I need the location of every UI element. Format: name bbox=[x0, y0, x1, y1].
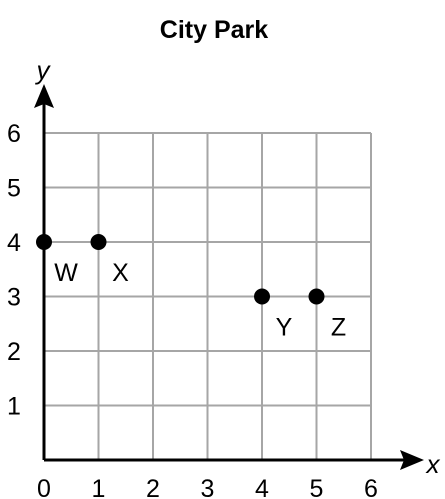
x-axis-label: x bbox=[425, 449, 441, 479]
data-point-w bbox=[36, 234, 52, 250]
chart-title: City Park bbox=[160, 16, 268, 44]
y-axis-label: y bbox=[35, 55, 52, 85]
tick-labels: 0 1 2 3 4 5 6 1 2 3 4 5 6 bbox=[7, 120, 378, 499]
y-tick-label: 1 bbox=[7, 393, 21, 421]
point-label-y: Y bbox=[276, 314, 293, 342]
x-tick-label: 0 bbox=[37, 475, 51, 499]
x-tick-label: 5 bbox=[310, 475, 324, 499]
x-tick-label: 4 bbox=[255, 475, 269, 499]
y-tick-label: 2 bbox=[7, 338, 21, 366]
y-tick-label: 4 bbox=[7, 229, 21, 257]
axes bbox=[34, 84, 424, 470]
point-label-z: Z bbox=[331, 314, 346, 342]
y-tick-label: 6 bbox=[7, 120, 21, 148]
point-label-x: X bbox=[112, 259, 129, 287]
x-tick-label: 3 bbox=[201, 475, 215, 499]
data-points: W X Y Z bbox=[36, 234, 346, 342]
data-point-y bbox=[254, 288, 270, 305]
y-tick-label: 5 bbox=[7, 175, 21, 203]
x-tick-label: 6 bbox=[364, 475, 378, 499]
y-axis-arrow bbox=[34, 84, 54, 108]
point-label-w: W bbox=[54, 259, 78, 287]
y-tick-label: 3 bbox=[7, 284, 21, 312]
data-point-z bbox=[308, 288, 325, 305]
x-axis-arrow bbox=[400, 450, 424, 470]
data-point-x bbox=[90, 234, 107, 250]
x-tick-label: 2 bbox=[146, 475, 160, 499]
x-tick-label: 1 bbox=[92, 475, 106, 499]
